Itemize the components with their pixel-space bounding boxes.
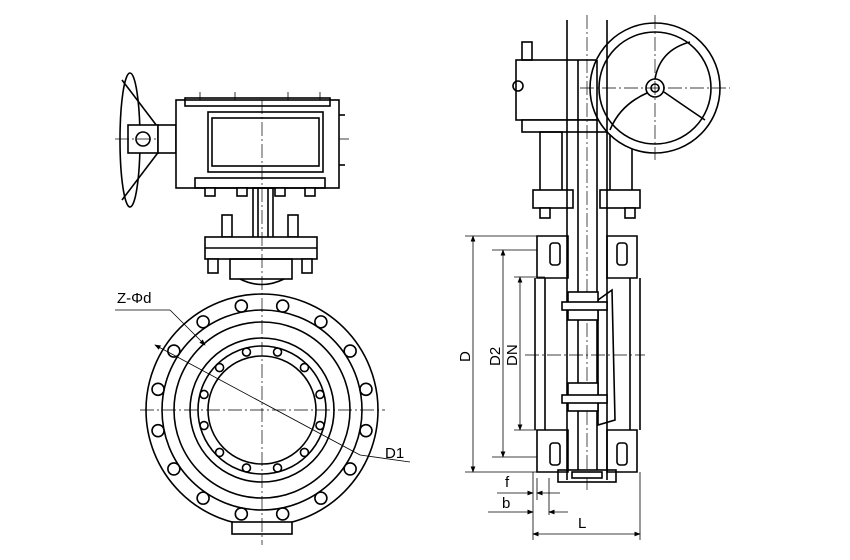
bolt-hole — [241, 463, 252, 473]
valve-body-side — [525, 235, 645, 483]
dim-face-to-face: L — [532, 472, 641, 540]
valve-body-front — [140, 100, 385, 545]
side-view: D D2 DN f b L — [457, 15, 730, 540]
stem-bracket-front — [204, 187, 318, 286]
bolt-hole — [199, 420, 209, 431]
bolt-hole — [272, 347, 283, 357]
bolt-hole — [314, 491, 328, 505]
bolt-hole — [343, 462, 357, 476]
bolt-hole — [359, 423, 373, 438]
label-raised-face-height: f — [505, 474, 510, 491]
dim-f-b: f b — [488, 472, 568, 540]
label-flange-thickness: b — [502, 495, 510, 512]
bolt-hole — [234, 507, 249, 521]
bolt-holes-outer — [151, 299, 373, 521]
bolt-hole — [196, 491, 210, 505]
bolt-hole — [214, 362, 225, 373]
bolt-hole — [234, 299, 249, 313]
dim-outer-diameter: D — [457, 235, 537, 473]
bolt-hole — [196, 315, 210, 329]
bolt-hole — [167, 344, 181, 358]
label-nominal-diameter: DN — [504, 344, 521, 366]
bolt-hole — [275, 507, 290, 521]
bolt-hole — [241, 347, 252, 357]
bolt-hole — [272, 463, 283, 473]
bolt-hole — [275, 299, 290, 313]
front-view: Z-Φd D1 — [115, 72, 411, 545]
label-outer-diameter: D — [457, 351, 474, 362]
label-face-to-face: L — [578, 515, 586, 532]
bolt-hole — [299, 447, 310, 458]
bolt-hole — [299, 362, 310, 373]
dim-bolt-holes: Z-Φd — [115, 290, 206, 346]
label-raised-face: D2 — [487, 347, 504, 366]
bolt-hole — [151, 382, 165, 397]
bolt-holes-inner — [199, 347, 325, 473]
dim-raised-face: D2 — [487, 249, 537, 458]
bolt-hole — [151, 423, 165, 438]
bolt-hole — [214, 447, 225, 458]
dim-nominal-diameter: DN — [504, 276, 545, 431]
handwheel-side — [580, 15, 730, 160]
bolt-hole — [314, 315, 328, 329]
bolt-hole — [343, 344, 357, 358]
label-bolt-holes: Z-Φd — [117, 290, 151, 307]
bolt-hole — [167, 462, 181, 476]
bolt-hole — [315, 389, 325, 400]
gearbox-front — [175, 92, 345, 197]
label-bolt-circle: D1 — [385, 445, 404, 462]
bolt-hole — [359, 382, 373, 397]
dim-bolt-circle: D1 — [154, 344, 411, 463]
bolt-hole — [315, 420, 325, 431]
bolt-hole — [199, 389, 209, 400]
